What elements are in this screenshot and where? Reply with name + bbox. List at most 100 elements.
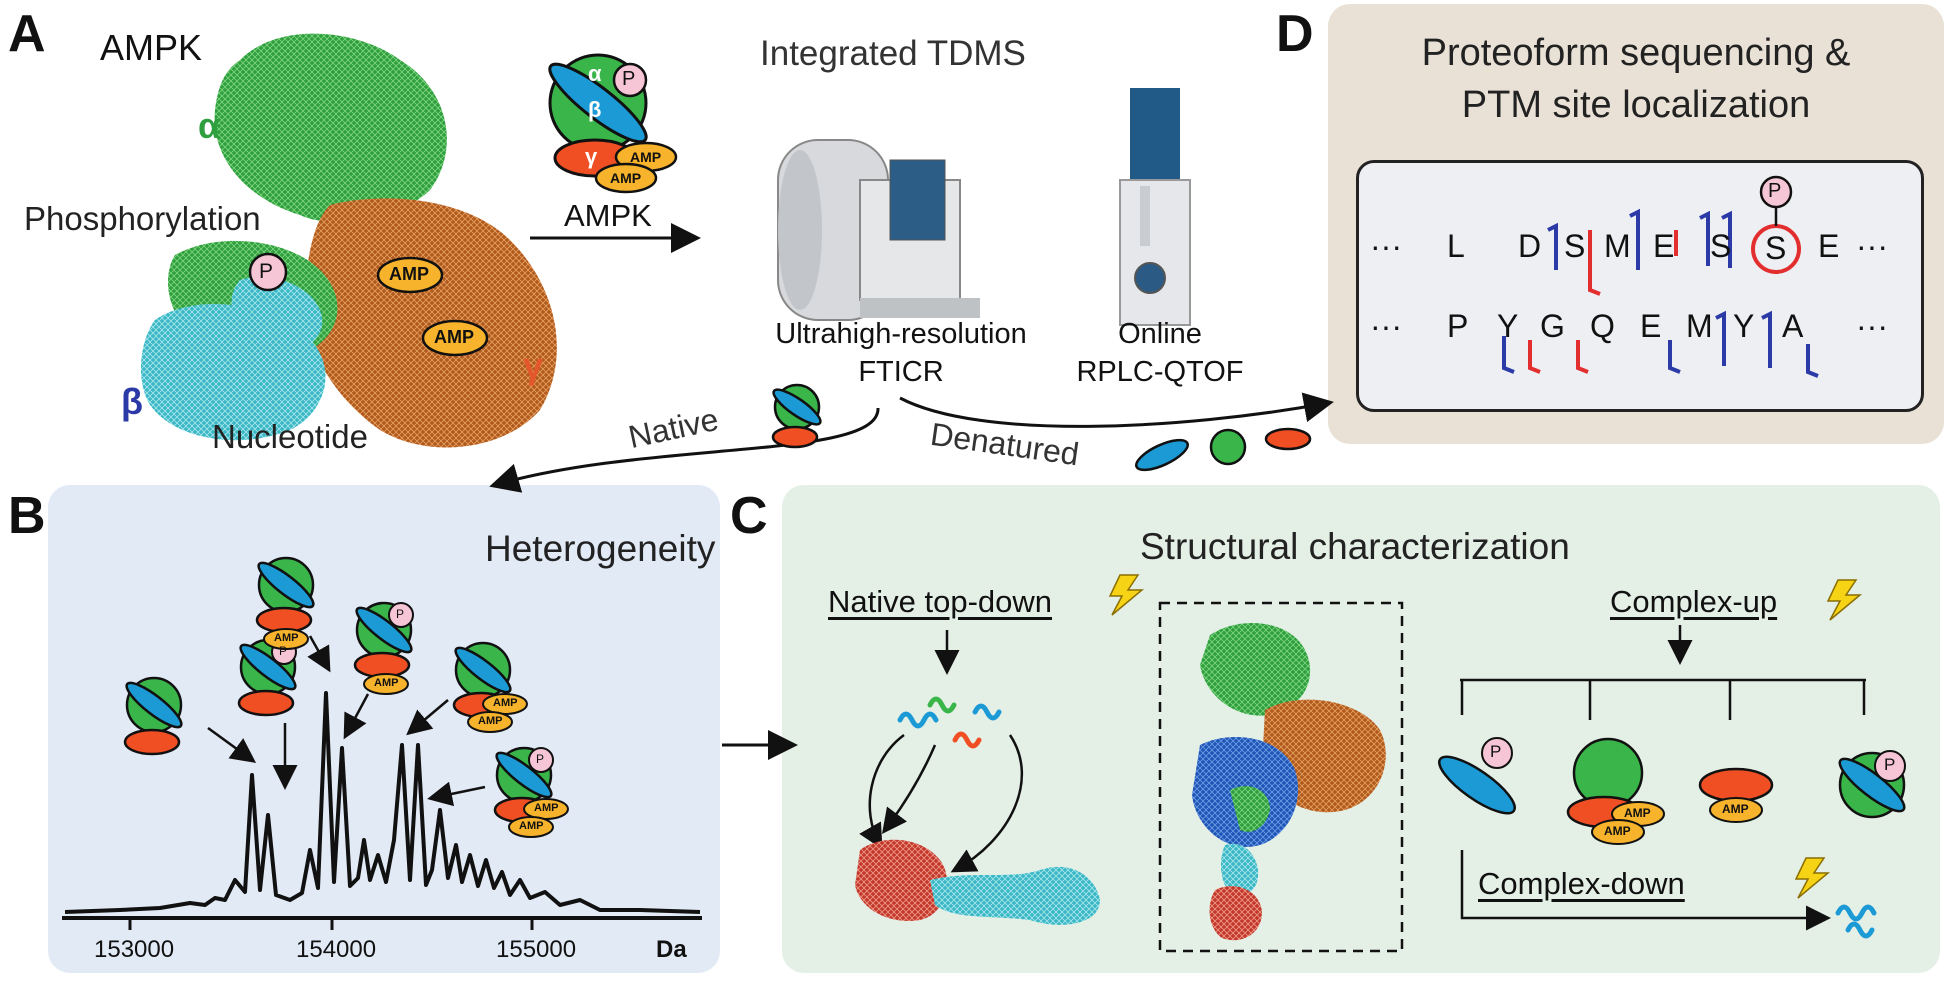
workflow-title: Integrated TDMS bbox=[760, 34, 1026, 73]
ampk-complex-icon bbox=[548, 53, 678, 194]
complex-down-fragments-icon bbox=[1835, 904, 1877, 939]
qtof-label-line1: Online bbox=[1118, 318, 1202, 350]
phosphorylation-label: Phosphorylation bbox=[24, 200, 261, 237]
species-amp-label: AMP bbox=[534, 802, 559, 814]
amp-badge bbox=[376, 256, 444, 294]
species-amp-label: AMP bbox=[374, 677, 399, 689]
icon-beta-label: β bbox=[588, 97, 602, 122]
sequence-residue: P bbox=[1447, 308, 1469, 344]
sequence-box bbox=[1356, 160, 1924, 412]
native-structure-render bbox=[855, 839, 1100, 925]
ampk-title: AMPK bbox=[100, 27, 203, 68]
qtof-instrument bbox=[1119, 88, 1191, 326]
phospho-badge-text: P bbox=[259, 260, 274, 283]
sequence-residue: Y bbox=[1497, 308, 1519, 344]
phospho-badge bbox=[248, 252, 288, 292]
activation-bolt-icon bbox=[1826, 579, 1863, 621]
mass-spectrum bbox=[62, 691, 702, 930]
x-axis-tick: 154000 bbox=[296, 936, 377, 963]
panel-letter-d: D bbox=[1276, 5, 1314, 63]
gamma-subunit-icon bbox=[1264, 427, 1312, 451]
panel-d-title-line1: Proteoform sequencing & bbox=[1421, 32, 1851, 74]
phosphosite-badge-text: P bbox=[1768, 180, 1782, 202]
species-amp-label: AMP bbox=[274, 632, 299, 644]
species-amp-label: AMP bbox=[493, 697, 518, 709]
native-arrow bbox=[489, 407, 880, 493]
fticr-label-line1: Ultrahigh-resolution bbox=[775, 318, 1027, 350]
complex-up-tree bbox=[1460, 625, 1866, 931]
species-phospho-label: P bbox=[396, 607, 405, 621]
x-axis-tick: 155000 bbox=[496, 936, 577, 963]
sequence-residue: S bbox=[1710, 228, 1732, 264]
ampk-structure bbox=[140, 33, 557, 448]
species-amp-label: AMP bbox=[519, 820, 544, 832]
panel-d-title-line2: PTM site localization bbox=[1461, 84, 1811, 126]
sequence-residue: Y bbox=[1733, 308, 1755, 344]
species-phospho-label: P bbox=[279, 644, 288, 658]
ampk-icon-caption: AMPK bbox=[564, 198, 652, 233]
sequence-residue: M bbox=[1604, 228, 1631, 264]
nucleotide-label: Nucleotide bbox=[212, 418, 368, 455]
complex-down-label: Complex-down bbox=[1478, 866, 1685, 901]
phosphosite-residue: S bbox=[1765, 230, 1787, 266]
icon-gamma-label: γ bbox=[585, 144, 598, 169]
sequence-residue: E bbox=[1640, 308, 1662, 344]
activation-bolt-icon bbox=[1108, 574, 1145, 616]
cu-amp-label: AMP bbox=[1604, 824, 1631, 838]
cu-phospho-label: P bbox=[1490, 742, 1502, 761]
cu-amp-label: AMP bbox=[1624, 806, 1651, 820]
structural-characterization-title: Structural characterization bbox=[1140, 526, 1570, 567]
panel-letter-b: B bbox=[8, 487, 46, 545]
inset-structure-render bbox=[1192, 623, 1386, 941]
panel-letter-a: A bbox=[8, 5, 46, 63]
alpha-label: α bbox=[198, 105, 221, 146]
denatured-arrow bbox=[899, 392, 1334, 428]
sequence-residue: ··· bbox=[1856, 228, 1888, 264]
fragment-curves bbox=[859, 733, 1024, 873]
amp-badge-text: AMP bbox=[389, 264, 429, 284]
species-phospho-label: P bbox=[536, 752, 545, 766]
sequence-residue: M bbox=[1686, 308, 1713, 344]
qtof-label-line2: RPLC-QTOF bbox=[1076, 356, 1244, 388]
alpha-subunit-icon bbox=[1209, 428, 1247, 466]
icon-amp-label: AMP bbox=[610, 170, 642, 186]
sequence-residue: E bbox=[1818, 228, 1840, 264]
activation-bolt-icon bbox=[1794, 857, 1831, 899]
native-top-down-label: Native top-down bbox=[828, 584, 1053, 619]
sequence-residue: S bbox=[1564, 228, 1586, 264]
cu-amp-label: AMP bbox=[1722, 802, 1749, 816]
species-amp-label: AMP bbox=[478, 715, 503, 727]
sequence-residue: D bbox=[1518, 228, 1542, 264]
native-complex-icon bbox=[771, 383, 822, 449]
phospho-site-badge bbox=[1759, 175, 1793, 209]
sequence-residue: ··· bbox=[1856, 308, 1888, 344]
fragment-markers bbox=[1502, 208, 1819, 378]
species-icons bbox=[123, 556, 569, 838]
sequence-residue: Q bbox=[1590, 308, 1615, 344]
complex-up-label: Complex-up bbox=[1610, 584, 1778, 619]
beta-label: β bbox=[121, 381, 143, 422]
sequence-residue: A bbox=[1782, 308, 1804, 344]
heterogeneity-title: Heterogeneity bbox=[485, 528, 716, 569]
x-axis-unit: Da bbox=[656, 936, 687, 963]
structure-inset-box bbox=[1158, 601, 1404, 953]
sequence-residue: G bbox=[1540, 308, 1565, 344]
sequence-residue: ··· bbox=[1370, 228, 1402, 264]
gamma-label: γ bbox=[523, 345, 544, 386]
icon-phospho-label: P bbox=[622, 68, 636, 90]
sequence-residue: L bbox=[1447, 228, 1465, 264]
icon-amp-label: AMP bbox=[630, 149, 662, 165]
icon-alpha-label: α bbox=[588, 61, 602, 86]
beta-subunit-icon bbox=[1135, 438, 1189, 472]
fragment-ions-icon bbox=[897, 696, 1002, 749]
peak-pointers bbox=[207, 635, 486, 807]
sequence-residue: ··· bbox=[1370, 308, 1402, 344]
fticr-label-line2: FTICR bbox=[858, 356, 944, 388]
panel-letter-c: C bbox=[730, 487, 768, 545]
cu-phospho-label: P bbox=[1884, 755, 1896, 774]
fticr-instrument bbox=[777, 139, 980, 321]
x-axis-tick: 153000 bbox=[94, 936, 175, 963]
amp-badge-text: AMP bbox=[434, 327, 474, 347]
amp-badge bbox=[421, 319, 489, 357]
